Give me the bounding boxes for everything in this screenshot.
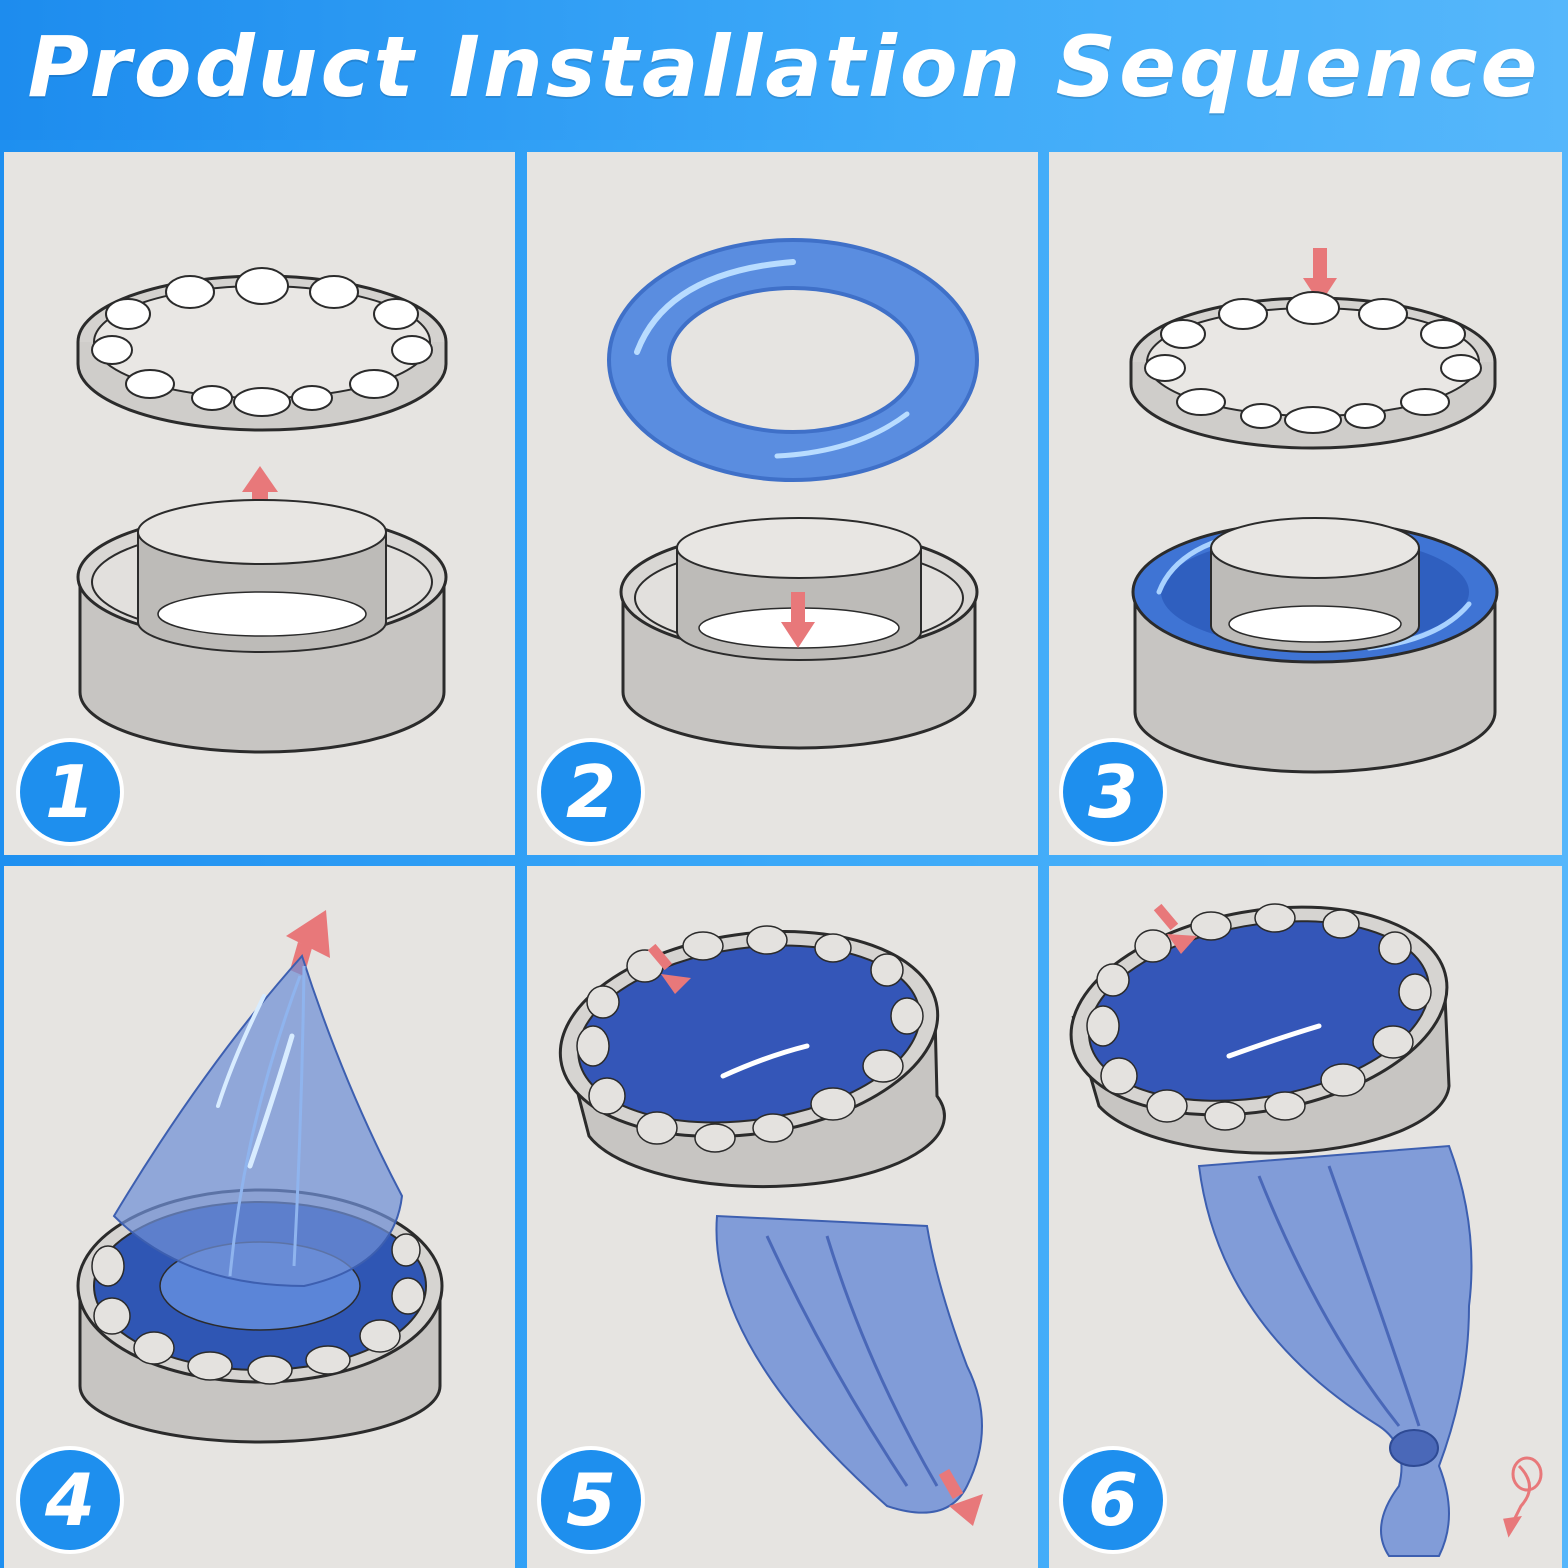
step-5-illustration [558, 925, 983, 1526]
step-panel-5: 5 [527, 866, 1038, 1568]
tie-knot-icon [1503, 1456, 1543, 1538]
step-number: 1 [20, 742, 120, 842]
arrow-down-icon [647, 943, 691, 994]
step-6-illustration [1069, 903, 1543, 1557]
page-title: Product Installation Sequence [27, 18, 1541, 116]
step-4-illustration [76, 910, 444, 1444]
step-panel-2: 2 [527, 152, 1038, 855]
step-number-badge: 4 [16, 1446, 124, 1554]
base-container [619, 517, 979, 750]
step-panel-1: 1 [4, 152, 515, 855]
step-panel-4: 4 [4, 866, 515, 1568]
step-number-badge: 5 [537, 1446, 645, 1554]
arrow-down-icon [1303, 248, 1337, 304]
base-container-with-ring [1131, 517, 1499, 774]
lid-ring [76, 267, 448, 432]
step-2-illustration [607, 238, 979, 750]
base-container [76, 499, 448, 754]
step-panel-6: 6 [1049, 866, 1562, 1568]
step-panel-3: 3 [1049, 152, 1562, 855]
garbage-bag [112, 954, 404, 1288]
arrow-down-icon [938, 1468, 983, 1526]
step-number: 3 [1063, 742, 1163, 842]
arrow-down-icon [781, 592, 815, 648]
garbage-bag [715, 1214, 983, 1514]
header-banner: Product Installation Sequence [0, 0, 1568, 140]
base-container-with-lid [1069, 903, 1451, 1155]
step-number: 4 [20, 1450, 120, 1550]
step-number-badge: 1 [16, 738, 124, 846]
step-number-badge: 6 [1059, 1446, 1167, 1554]
step-number: 2 [541, 742, 641, 842]
step-3-illustration [1129, 248, 1499, 774]
step-number-badge: 3 [1059, 738, 1167, 846]
base-container-with-lid [558, 925, 946, 1189]
step-number-badge: 2 [537, 738, 645, 846]
step-1-illustration [76, 267, 448, 754]
blue-sealing-ring [607, 238, 979, 482]
step-number: 5 [541, 1450, 641, 1550]
garbage-bag [1197, 1144, 1473, 1557]
lid-ring [1129, 291, 1497, 450]
step-number: 6 [1063, 1450, 1163, 1550]
arrow-down-icon [1153, 903, 1197, 954]
